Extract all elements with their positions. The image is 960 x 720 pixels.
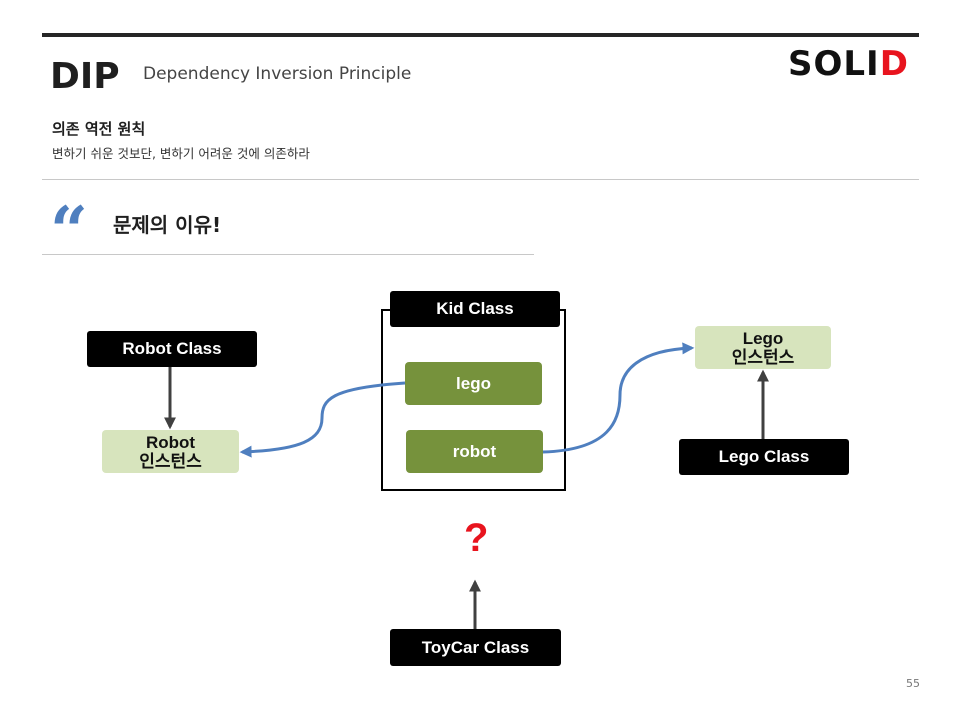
- question-mark: ?: [464, 516, 489, 560]
- top-divider: [42, 33, 919, 37]
- lego-field-box: lego: [405, 362, 542, 405]
- section-title: 문제의 이유!: [113, 213, 222, 237]
- lego-class-box: Lego Class: [679, 439, 849, 475]
- robot-instance-box: Robot 인스턴스: [102, 430, 239, 473]
- robot-field-box: robot: [406, 430, 543, 473]
- logo-prefix: SOLI: [788, 44, 880, 84]
- robot-instance-label: Robot: [145, 432, 196, 452]
- principle-full-name: Dependency Inversion Principle: [143, 64, 412, 84]
- robot-instance-sublabel: 인스턴스: [139, 451, 202, 471]
- page-number: 55: [906, 677, 920, 690]
- kid-class-box: Kid Class: [390, 291, 560, 327]
- robot-class-box: Robot Class: [87, 331, 257, 367]
- section-divider: [42, 254, 534, 255]
- lego-instance-box: Lego 인스턴스: [695, 326, 831, 369]
- lego-instance-sublabel: 인스턴스: [731, 347, 795, 367]
- header-divider: [42, 179, 919, 180]
- solid-logo: SOLID: [788, 44, 909, 84]
- principle-acronym: DIP: [50, 56, 120, 97]
- toycar-class-box: ToyCar Class: [390, 629, 561, 666]
- lego-reference-arrow: [239, 381, 406, 458]
- logo-accent-letter: D: [879, 44, 909, 84]
- lego-instance-label: Lego: [742, 328, 784, 348]
- principle-description: 변하기 쉬운 것보단, 변하기 어려운 것에 의존하라: [52, 146, 310, 161]
- korean-title: 의존 역전 원칙: [52, 120, 146, 138]
- robot-reference-arrow: [542, 342, 695, 454]
- quote-icon: “: [50, 192, 88, 270]
